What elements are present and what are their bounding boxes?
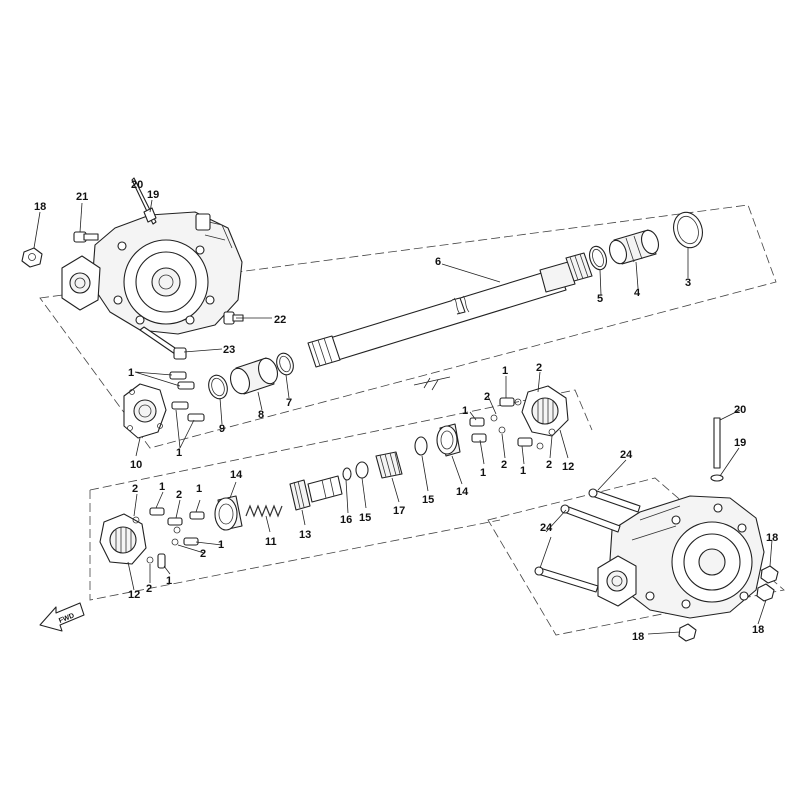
label-7: 7 (286, 397, 292, 409)
label-10: 10 (130, 459, 142, 471)
label-5: 5 (597, 293, 603, 305)
label-2-b: 2 (536, 362, 542, 374)
label-24-b: 24 (540, 522, 553, 534)
bearing-14-right (436, 423, 461, 457)
label-17: 17 (393, 505, 405, 517)
spring-11 (245, 504, 283, 518)
clip-15-right (414, 436, 428, 456)
long-bolt-23 (139, 326, 187, 360)
label-1-i: 1 (218, 539, 224, 551)
label-2-h: 2 (146, 583, 152, 595)
label-19-upper: 19 (147, 189, 159, 201)
flange-12-left (99, 513, 147, 565)
label-18-lower-a: 18 (766, 532, 778, 544)
rear-differential-housing (597, 495, 765, 619)
label-18-lower-c: 18 (632, 631, 644, 643)
flange-12-right (521, 385, 569, 437)
bolts-1-flange-10 (169, 371, 205, 422)
label-15-lower: 15 (359, 512, 371, 524)
label-1-j: 1 (166, 575, 172, 587)
bolt-21 (73, 231, 99, 243)
label-2-f: 2 (176, 489, 182, 501)
ring-9 (208, 374, 228, 400)
label-12-right: 12 (562, 461, 574, 473)
label-2-a: 2 (484, 391, 490, 403)
label-15-right: 15 (422, 494, 434, 506)
label-12-left: 12 (128, 589, 140, 601)
part-labels: 18 21 20 19 22 23 6 5 4 3 7 8 9 10 1 1 1… (34, 179, 778, 643)
label-8: 8 (258, 409, 264, 421)
label-14-right: 14 (456, 486, 469, 498)
label-16: 16 (340, 514, 352, 526)
vent-tube-20-lower (713, 417, 721, 469)
bearing-14-left (214, 495, 243, 531)
nut-18-upper (21, 247, 43, 268)
ring-7 (276, 352, 294, 376)
label-2-e: 2 (132, 483, 138, 495)
label-3: 3 (685, 277, 691, 289)
shaft-break-mark (413, 376, 451, 391)
lower-assembly-frame (89, 389, 785, 636)
label-6: 6 (435, 256, 441, 268)
long-bolts-24 (534, 488, 641, 593)
label-14-left: 14 (230, 469, 243, 481)
label-19-lower: 19 (734, 437, 746, 449)
label-18-lower-b: 18 (752, 624, 764, 636)
label-23: 23 (223, 344, 235, 356)
upper-assembly-frame (39, 204, 777, 449)
boot-ring-3 (673, 211, 703, 249)
ring-5 (588, 245, 608, 271)
label-1-f: 1 (520, 465, 526, 477)
label-1-g: 1 (159, 481, 165, 493)
label-4: 4 (634, 287, 641, 299)
bolts-1-washers-2-right (469, 397, 556, 450)
label-1-d: 1 (462, 405, 468, 417)
forward-direction-arrow: FWD (39, 602, 85, 632)
sleeve-4 (608, 229, 660, 265)
gear-17 (375, 451, 403, 479)
nuts-18-lower (678, 565, 779, 642)
label-2-d: 2 (546, 459, 552, 471)
label-22: 22 (274, 314, 286, 326)
label-1-e: 1 (480, 467, 486, 479)
label-20-lower: 20 (734, 404, 746, 416)
label-18-upper: 18 (34, 201, 46, 213)
bolts-1-washers-2-left (132, 507, 205, 569)
label-9: 9 (219, 423, 225, 435)
label-1-a: 1 (128, 367, 134, 379)
flange-10 (123, 383, 167, 439)
front-differential-housing (61, 211, 243, 335)
label-2-c: 2 (501, 459, 507, 471)
label-1-h: 1 (196, 483, 202, 495)
label-13: 13 (299, 529, 311, 541)
label-24-a: 24 (620, 449, 633, 461)
label-11: 11 (265, 536, 277, 548)
label-1-c: 1 (502, 365, 508, 377)
label-20-upper: 20 (131, 179, 143, 191)
label-1-b: 1 (176, 447, 182, 459)
vent-cap-19-lower (710, 474, 724, 482)
vent-cap-19-upper (143, 207, 157, 223)
clip-15-lower (355, 461, 369, 479)
label-21: 21 (76, 191, 88, 203)
ring-16 (342, 467, 352, 481)
label-2-g: 2 (200, 548, 206, 560)
sleeve-8 (229, 357, 279, 395)
leader-lines (33, 199, 773, 635)
propeller-shaft-6 (307, 252, 593, 368)
shaft-13 (289, 475, 343, 511)
